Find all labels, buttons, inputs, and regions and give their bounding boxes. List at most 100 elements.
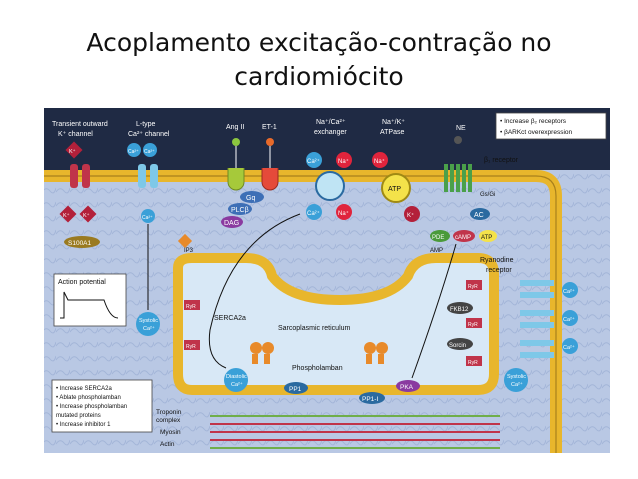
gs-gi-label: Gs/Gi [480,192,495,198]
callout-bottom-line5: • Increase inhibitor 1 [56,422,111,428]
pde-label: PDE [432,235,444,241]
myosin-label: Myosin [160,429,181,436]
callout-bottom-line3: • Increase phospholamban [56,404,127,410]
phospholamban-label: Phospholamban [292,365,343,372]
label-ne: NE [456,125,466,132]
pp1-label: PP1 [289,386,302,393]
ion-ca-top-a-label: Ca²⁺ [128,149,139,155]
ion-k-3-label: K⁺ [407,212,414,219]
callout-bottom-line4: mutated proteins [56,413,101,419]
ion-ca-r1 [562,282,578,298]
ion-ca-r3-label: Ca²⁺ [563,344,575,351]
label-ang2: Ang II [226,124,244,131]
ion-ca-1-label: Ca²⁺ [307,158,320,165]
ion-ca-1 [306,152,322,168]
ne-ligand-icon [454,136,462,144]
ryr-right-3-label: RyR [468,360,478,366]
arrow-camp-pka [411,243,457,379]
ion-k-c-label: K⁺ [83,212,90,219]
label-ca-channel: Ca²⁺ channel [128,131,170,138]
label-transient-outward: Transient outward [52,121,108,128]
ion-na-2 [336,204,352,220]
fkb12-icon [447,302,473,314]
right-ca-channels-icon [520,280,554,358]
amp-label: AMP [430,248,443,254]
ncx-exchanger-icon [315,171,345,201]
pde-icon [430,230,450,242]
serca-pump-right-icon [364,342,388,364]
label-naca-exchanger: exchanger [314,129,347,136]
action-potential-trace [60,291,119,319]
action-potential-label: Action potential [58,279,106,286]
ion-ca-2 [306,204,322,220]
ion-na-3-label: Na⁺ [374,158,385,165]
ion-na-1 [336,152,352,168]
camp-label: cAMP [455,235,471,241]
ryanodine-label-1: Ryanodine [480,257,514,264]
ion-k-c [79,205,97,223]
callout-bottom-line1: • Increase SERCA2a [56,386,112,392]
sorcin-label: Sorcin [449,343,466,349]
ion-ca-in-a [141,209,155,223]
atp-small-label: ATP [481,235,492,241]
ion-ca-r3 [562,338,578,354]
callout-bottom-box [51,379,153,433]
s100a1-icon [64,236,100,248]
beta1-label: β₁ receptor [484,157,519,164]
label-nak-atpase: ATPase [380,129,404,136]
ryr-left-1 [184,300,200,310]
callout-bottom-line2: • Ablate phospholamban [56,395,121,401]
et1-receptor-icon [261,168,279,191]
systolic-label-2: Ca²⁺ [143,325,155,332]
systolic-label-1: Systolic [139,318,158,324]
ion-ca-in-a-label: Ca²⁺ [142,215,153,221]
ion-ca-r1-label: Ca²⁺ [563,288,575,295]
troponin-label-1: Troponin [156,409,182,416]
plcb-label: PLCβ [231,207,249,214]
ion-na-1-label: Na⁺ [338,158,349,165]
label-ltype: L-type [136,121,156,128]
sr-label: Sarcoplasmic reticulum [278,325,351,332]
ryr-left-2 [184,340,200,350]
ang2-receptor-icon [227,168,245,191]
beta1-receptor-icon [444,164,472,192]
diastolic-label-2: Ca²⁺ [231,381,243,388]
serca-pump-left-icon [250,342,274,364]
dag-icon [221,216,243,228]
ion-k-a [65,141,83,159]
pka-icon [396,380,420,392]
ryr-right-3 [466,356,482,366]
callout-top-line2: • βARKct overexpression [500,129,573,136]
k-channel-icon [70,164,78,188]
ac-icon [470,208,490,220]
ion-ca-r2-label: Ca²⁺ [563,316,575,323]
plcb-icon [228,203,252,215]
label-et1: ET-1 [262,124,277,131]
ryr-left-2-label: RyR [186,344,196,350]
gq-label: Gq [246,195,255,202]
systolic2-label-1: Systolic [507,374,526,380]
actin-label: Actin [160,441,175,448]
pp1i-icon [359,392,385,404]
troponin-label-2: complex [156,417,181,424]
ip3-icon [177,233,193,249]
ryr-right-1-label: RyR [468,284,478,290]
systolic2-label-2: Ca²⁺ [511,381,523,388]
label-nak: Na⁺/K⁺ [382,119,405,126]
atp-pump-label: ATP [388,186,401,193]
fkb12-label: FKB12 [450,307,469,313]
ion-na-3 [372,152,388,168]
ion-na-2-label: Na⁺ [338,210,349,217]
ac-label: AC [474,212,484,219]
et1-ligand-icon [266,138,274,146]
diastolic-label-1: Diastolic [226,374,247,380]
ang2-ligand-icon [232,138,240,146]
ryr-left-1-label: RyR [186,304,196,310]
callout-top-box [495,112,607,140]
ion-ca-2-label: Ca²⁺ [307,210,320,217]
ion-k-b-label: K⁺ [63,212,70,219]
pka-label: PKA [400,384,414,391]
pp1-icon [284,382,308,394]
systolic-ca-icon-2 [504,368,528,392]
